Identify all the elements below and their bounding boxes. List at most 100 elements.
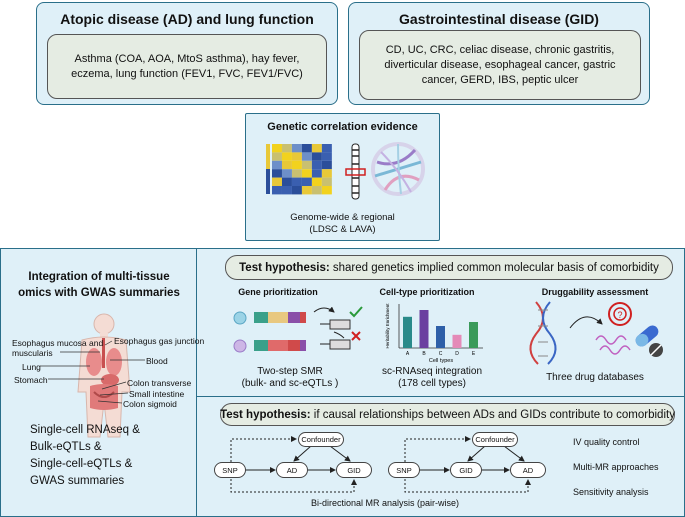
tissue-lung: Lung xyxy=(22,362,41,372)
mr-left-exposure: AD xyxy=(276,462,308,478)
chart-tick-E: E xyxy=(472,351,476,357)
heatmap-cell xyxy=(281,177,292,186)
heatmap-cell xyxy=(291,177,302,186)
heatmap-cell xyxy=(321,177,332,186)
druggability-illustration: ? xyxy=(529,301,663,365)
omics-source-3: Single-cell-eQTLs & xyxy=(30,458,133,470)
hypothesis1-banner: Test hypothesis: shared genetics implied… xyxy=(225,255,673,280)
mr-left-snp: SNP xyxy=(214,462,246,478)
ad-panel-body: Asthma (COA, AOA, MtoS asthma), hay feve… xyxy=(47,34,327,99)
heatmap-cell xyxy=(321,160,332,170)
heatmap-cell xyxy=(301,160,312,170)
heatmap-cell xyxy=(272,177,282,186)
heatmap-cell xyxy=(291,144,302,153)
heatmap-cell xyxy=(301,177,312,186)
heatmap-cell xyxy=(281,186,292,195)
heatmap-cell xyxy=(301,152,312,161)
heatmap-cell xyxy=(301,186,312,195)
chart-tick-D: D xyxy=(455,351,459,357)
heatmap-cell xyxy=(311,152,322,161)
heatmap-cell xyxy=(301,144,312,153)
mr-right-exposure: GID xyxy=(450,462,482,478)
chart-tick-C: C xyxy=(439,351,443,357)
hypothesis2-banner: Test hypothesis: if causal relationships… xyxy=(220,403,675,426)
tissue-esophagus-mucosa-line2: muscularis xyxy=(12,348,53,358)
heatmap-cell xyxy=(311,160,322,170)
hypothesis2-label: Test hypothesis: xyxy=(220,408,311,421)
chart-bar-D xyxy=(452,334,462,348)
druggability-title: Druggability assessment xyxy=(541,287,649,297)
heatmap-cell xyxy=(291,186,302,195)
heatmap-cell xyxy=(321,152,332,161)
genetic-correlation-title: Genetic correlation evidence xyxy=(267,121,418,133)
mr-caption: Bi-directional MR analysis (pair-wise) xyxy=(310,498,460,508)
mr-right-outcome: AD xyxy=(510,462,546,478)
ad-panel-title: Atopic disease (AD) and lung function xyxy=(60,11,314,27)
tissue-esophagus-mucosa-line1: Esophagus mucosa and xyxy=(12,338,104,348)
heatmap-cell xyxy=(311,186,322,195)
circos-plot-icon xyxy=(371,142,425,196)
hypothesis1-label: Test hypothesis: xyxy=(239,261,330,274)
tissue-blood: Blood xyxy=(146,356,168,366)
tissue-esophagus-gas-junction: Esophagus gas junction xyxy=(114,336,205,346)
heatmap-cell xyxy=(281,152,292,161)
celltype-caption-2: (178 cell types) xyxy=(398,378,466,389)
heatmap-cell xyxy=(272,152,282,161)
heatmap-cell xyxy=(311,169,322,178)
chromosome-icon xyxy=(345,143,366,200)
druggability-caption: Three drug databases xyxy=(546,372,644,383)
human-body-icon xyxy=(77,313,131,438)
genetic-caption-1: Genome-wide & regional xyxy=(290,212,395,223)
genetic-caption-2: (LDSC & LAVA) xyxy=(309,224,376,235)
mr-left-confounder: Confounder xyxy=(298,432,344,447)
heatmap-cell xyxy=(272,160,282,170)
mr-method-1: IV quality control xyxy=(573,437,640,447)
heatmap-cell xyxy=(301,169,312,178)
tissue-stomach: Stomach xyxy=(14,375,48,385)
ad-panel: Atopic disease (AD) and lung function As… xyxy=(36,2,338,105)
chart-tick-B: B xyxy=(422,351,426,357)
genetic-correlation-panel: Genetic correlation evidence Genome-wide… xyxy=(245,113,440,241)
chart-xlabel: Cell types xyxy=(429,358,453,364)
svg-text:?: ? xyxy=(617,310,622,320)
celltype-prioritization-title: Cell-type prioritization xyxy=(379,287,475,297)
celltype-caption-1: sc-RNAseq integration xyxy=(381,366,483,377)
heatmap-cell xyxy=(311,144,322,153)
mr-right-snp: SNP xyxy=(388,462,420,478)
tissue-pointer-lines xyxy=(40,340,145,404)
gene-prioritization-caption-1: Two-step SMR xyxy=(257,366,323,377)
chart-ylabel: Heritability Enrichment xyxy=(385,303,390,349)
heatmap-cell xyxy=(291,169,302,178)
heatmap-cell xyxy=(291,160,302,170)
mr-method-2: Multi-MR approaches xyxy=(573,462,659,472)
mr-right-confounder: Confounder xyxy=(472,432,518,447)
omics-title-1: Integration of multi-tissue xyxy=(28,271,170,283)
omics-source-2: Bulk-eQTLs & xyxy=(30,441,102,453)
heatmap-cell xyxy=(272,186,282,195)
mr-method-3: Sensitivity analysis xyxy=(573,487,649,497)
heatmap-cell xyxy=(321,186,332,195)
heatmap-cell xyxy=(291,152,302,161)
chart-bar-B xyxy=(419,310,429,348)
heatmap-cell xyxy=(272,169,282,178)
hypothesis2-text: if causal relationships between ADs and … xyxy=(310,408,675,421)
omics-title-2: omics with GWAS summaries xyxy=(18,287,180,299)
heatmap-cell xyxy=(311,177,322,186)
heatmap-cell xyxy=(281,144,292,153)
chart-bar-C xyxy=(436,326,445,348)
gid-panel-title: Gastrointestinal disease (GID) xyxy=(399,11,599,27)
heatmap-cell xyxy=(272,144,282,153)
smr-illustration xyxy=(233,306,363,353)
omics-source-4: GWAS summaries xyxy=(30,475,125,487)
hypothesis1-text: shared genetics implied common molecular… xyxy=(329,261,659,274)
gid-panel-body: CD, UC, CRC, celiac disease, chronic gas… xyxy=(359,30,641,100)
heatmap-cell xyxy=(321,144,332,153)
gid-panel: Gastrointestinal disease (GID) CD, UC, C… xyxy=(348,2,650,105)
tissue-colon-transverse: Colon transverse xyxy=(127,378,192,388)
chart-bar-A xyxy=(403,316,412,348)
heritability-bar-chart: Heritability Enrichment Cell types A B C D E xyxy=(385,303,483,364)
tissue-small-intestine: Small intestine xyxy=(129,389,185,399)
chart-tick-A: A xyxy=(406,351,410,357)
correlation-heatmap xyxy=(266,144,332,195)
